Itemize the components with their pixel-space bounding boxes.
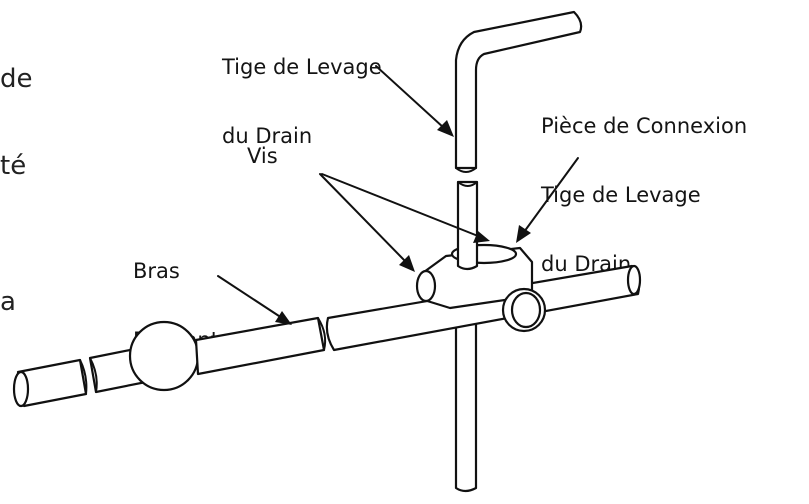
pointer-tige-arrowhead	[437, 120, 454, 137]
lift-rod-break-bottom	[457, 181, 478, 187]
label-tige-de-levage: Tige de Levage du Drain	[222, 10, 382, 171]
label-piece-de-connexion: Pièce de Connexion Tige de Levage du Dra…	[541, 69, 747, 299]
pivot-ball	[128, 320, 200, 392]
connection-piece-front-eye-inner	[510, 291, 542, 329]
pointer-vis-right	[321, 173, 479, 237]
pointer-bras	[217, 275, 283, 319]
pivot-arm-end-cap	[12, 370, 30, 408]
pivot-arm-break-left	[79, 359, 88, 395]
pointer-vis-right-arrowhead	[473, 231, 490, 243]
label-bras-line-1: Bras	[133, 259, 180, 283]
label-tige-line-2: du Drain	[222, 124, 313, 148]
pivot-arm-break-right	[317, 317, 327, 351]
lift-rod-upper	[454, 10, 583, 170]
edge-fragment-3: a	[0, 287, 16, 317]
label-tige-line-1: Tige de Levage	[222, 55, 382, 79]
pivot-arm-segment-2	[194, 316, 326, 376]
lift-rod-break-top	[455, 167, 477, 173]
pointer-tige	[375, 65, 445, 129]
edge-fragment-1: de	[0, 64, 33, 94]
pointer-vis-left-arrowhead	[399, 255, 415, 272]
pivot-arm-break-mid	[89, 357, 98, 393]
connection-piece-left-screw	[415, 269, 437, 303]
pointer-bras-arrowhead	[275, 311, 292, 325]
pointer-piece-arrowhead	[516, 225, 531, 243]
lift-rod-middle	[456, 180, 479, 271]
label-vis: Vis	[247, 144, 278, 168]
label-piece-line-2: Tige de Levage	[541, 183, 701, 207]
edge-fragment-2: té	[0, 151, 27, 181]
pointer-vis-left	[319, 173, 407, 263]
pivot-arm-right-cap	[626, 264, 642, 296]
pointer-piece	[523, 157, 579, 233]
label-piece-line-1: Pièce de Connexion	[541, 114, 748, 138]
lift-rod-lower	[454, 298, 478, 493]
